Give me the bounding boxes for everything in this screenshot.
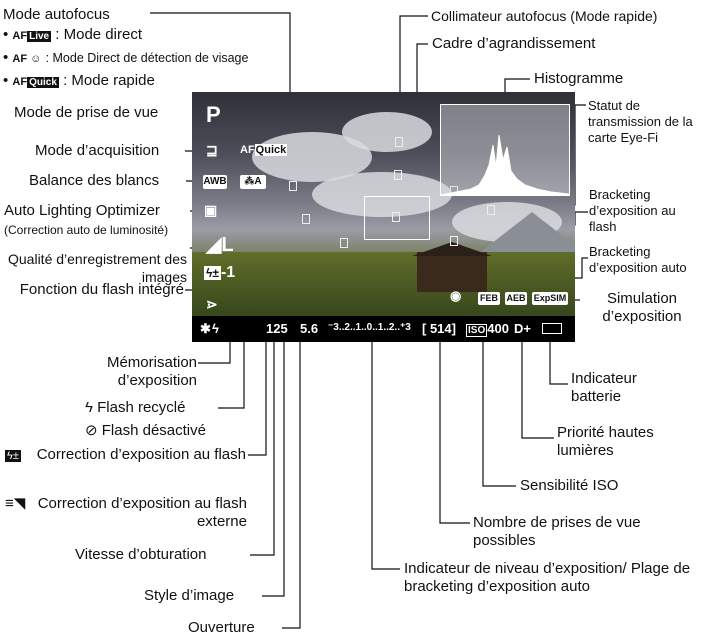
aeb-badge: AEB <box>505 292 527 305</box>
aperture-label: Ouverture <box>188 619 255 636</box>
flash-icon: ϟ <box>85 399 93 416</box>
af-quick-label: : Mode rapide <box>63 72 155 89</box>
af-point <box>487 205 495 215</box>
aeb-label: Bracketing d’exposition auto <box>589 244 687 275</box>
af-point <box>302 214 310 224</box>
drive-mode-label: Mode d’acquisition <box>35 142 160 159</box>
ext-flash-comp-label: Correction d’exposition au flash externe <box>37 495 247 530</box>
picture-style-icon: ⁂A <box>240 175 266 189</box>
af-face-item: • AF ☺ : Mode Direct de détection de vis… <box>3 49 248 68</box>
exposure-scale: ⁻3..2..1..0..1..2..⁺3 <box>328 322 411 333</box>
cloud <box>312 172 452 217</box>
battery-label: Indicateur batterie <box>571 370 637 405</box>
iso-value: 400 <box>487 321 509 336</box>
alo-sub-label: (Correction auto de luminosité) <box>4 223 169 237</box>
ae-lock-label: Mémorisation d’exposition <box>106 354 197 389</box>
magnify-frame <box>364 196 430 240</box>
flash-ready-item: ϟ Flash recyclé <box>85 399 185 417</box>
af-point <box>340 238 348 248</box>
feb-label: Bracketing d’exposition au flash <box>589 187 676 234</box>
flash-comp-icon: ϟ± <box>204 266 221 280</box>
af-quick-badge: Quick <box>254 144 288 156</box>
drive-mode-icon: ⊒ <box>206 142 218 158</box>
flash-ready-icon: ϟ <box>212 321 219 336</box>
iso-label: Sensibilité ISO <box>520 477 619 494</box>
af-point <box>395 137 403 147</box>
flash-off-icon: ⊘ <box>85 422 98 439</box>
af-live-label: : Mode direct <box>55 26 142 43</box>
flash-func-icon: ⋗ <box>206 296 218 312</box>
af-quick-code: AF <box>12 76 28 88</box>
battery-icon <box>542 323 562 334</box>
eyefi-icon: ◉ <box>450 288 462 303</box>
info-bar: ✱ ϟ 125 5.6 ⁻3..2..1..0..1..2..⁺3 [ 514]… <box>192 316 575 342</box>
picture-style-label: Style d’image <box>144 587 235 604</box>
flash-disabled-item: ⊘ Flash désactivé <box>85 422 206 440</box>
bullet-icon: • <box>3 26 13 43</box>
mag-frame-label: Cadre d’agrandissement <box>432 35 596 52</box>
flash-comp-value: -1 <box>220 264 236 281</box>
quality-letter: L <box>221 234 234 256</box>
shutter-label: Vitesse d’obturation <box>75 546 207 563</box>
quality-label: Qualité d’enregistrement des images <box>8 251 187 285</box>
shots-value: [ 514] <box>422 321 456 336</box>
histogram <box>440 104 570 196</box>
af-face-label: : Mode Direct de détection de visage <box>45 51 249 65</box>
shots-label: Nombre de prises de vue possibles <box>473 514 641 549</box>
face-icon: ☺ <box>30 53 42 65</box>
af-quick-badge: Quick <box>27 77 59 88</box>
flash-ready-label: Flash recyclé <box>97 399 186 416</box>
cloud <box>342 112 432 152</box>
flash-disabled-label: Flash désactivé <box>101 422 206 439</box>
white-balance-label: Balance des blancs <box>29 172 160 189</box>
hut-roof <box>412 242 492 256</box>
af-quick-indicator: AFQuick <box>240 144 288 156</box>
flash-comp-label: Correction d’exposition au flash <box>36 446 246 463</box>
flash-comp-icon: ϟ± <box>5 450 21 462</box>
live-view-screen: P ⊒ AFQuick AWB ⁂A ▣ ◢L ϟ±-1 ⋗ ◉ FEB AEB… <box>192 92 575 342</box>
shutter-value: 125 <box>266 321 288 336</box>
alo-icon: ▣ <box>204 202 218 218</box>
exp-sim-badge: ExpSIM <box>532 292 568 305</box>
af-mode-label: Mode autofocus <box>3 6 110 23</box>
exp-level-label: Indicateur de niveau d’exposition/ Plage… <box>404 560 691 595</box>
iso-badge: ISO <box>466 324 488 337</box>
af-face-code: AF <box>12 53 31 65</box>
af-point <box>394 170 402 180</box>
histogram-label: Histogramme <box>534 70 624 87</box>
highlight-priority-value: D+ <box>514 321 531 336</box>
flash-func-label: Fonction du flash intégré <box>19 281 184 298</box>
quality-value: ◢L <box>206 234 234 256</box>
bullet-icon: • <box>3 72 13 89</box>
meadow <box>192 252 575 322</box>
highlight-label: Priorité hautes lumières <box>557 424 654 459</box>
af-live-badge: Live <box>27 31 52 42</box>
ext-flash-comp-item: ≡◥ <box>5 495 25 513</box>
af-point <box>450 236 458 246</box>
af-live-code: AF <box>12 30 28 42</box>
bullet-icon: • <box>3 49 13 66</box>
feb-badge: FEB <box>478 292 500 305</box>
alo-label: Auto Lighting Optimizer <box>4 202 160 219</box>
hut <box>417 252 487 292</box>
shooting-mode-label: Mode de prise de vue <box>14 104 159 121</box>
wb-badge: AWB <box>203 175 227 189</box>
shooting-mode-value: P <box>206 102 221 127</box>
af-point <box>289 181 297 191</box>
flash-comp-item: ϟ± <box>5 446 21 465</box>
af-point-selected <box>392 212 400 222</box>
exp-sim-label: Simulation d’exposition <box>602 290 682 325</box>
flash-comp-indicator: ϟ±-1 <box>204 264 235 282</box>
external-flash-icon: ≡◥ <box>5 495 26 512</box>
eyefi-label: Statut de transmission de la carte Eye-F… <box>588 98 693 145</box>
ae-lock-icon: ✱ <box>200 321 211 336</box>
af-quick-code: AF <box>240 144 255 156</box>
histogram-curve <box>441 134 569 195</box>
af-point-label: Collimateur autofocus (Mode rapide) <box>431 8 658 24</box>
aperture-value: 5.6 <box>300 321 319 336</box>
